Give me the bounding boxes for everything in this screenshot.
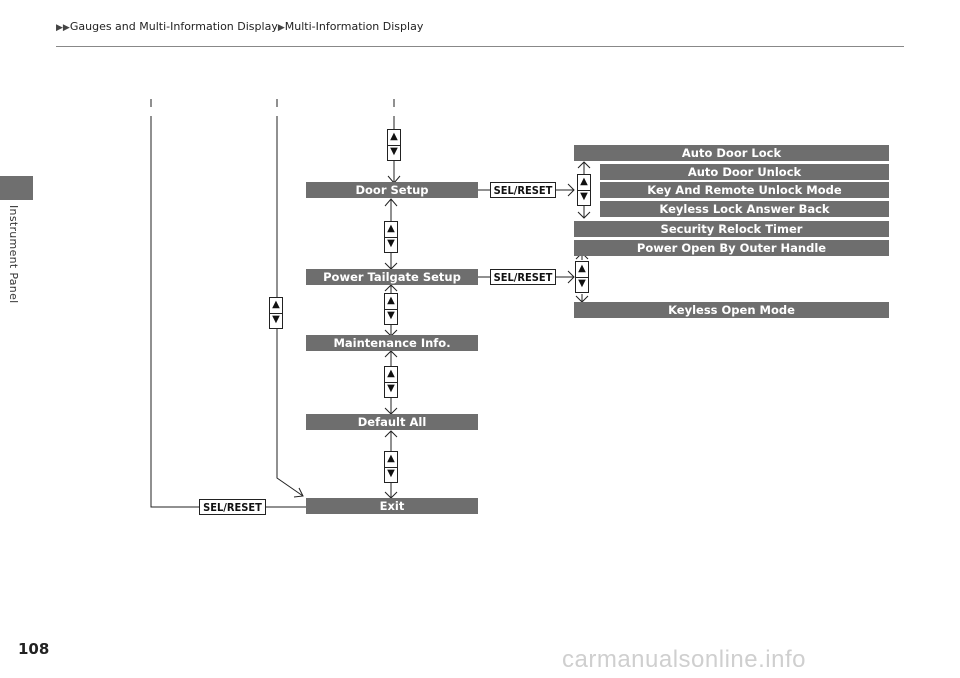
option-power-open-by-outer-handle: Power Open By Outer Handle — [574, 240, 889, 256]
menu-item-door-setup: Door Setup — [306, 182, 478, 198]
breadcrumb-page[interactable]: Multi-Information Display — [284, 20, 424, 33]
up-down-selector-icon: ▲▼ — [577, 174, 591, 206]
watermark: carmanualsonline.info — [562, 646, 806, 673]
option-auto-door-unlock: Auto Door Unlock — [600, 164, 889, 180]
sel-reset-button: SEL/RESET — [199, 499, 266, 515]
side-tab — [0, 176, 33, 200]
up-down-selector-icon: ▲▼ — [387, 129, 401, 161]
option-keyless-open-mode: Keyless Open Mode — [574, 302, 889, 318]
option-key-and-remote-unlock-mode: Key And Remote Unlock Mode — [600, 182, 889, 198]
breadcrumb-arrow-icon: ▶ — [277, 23, 285, 33]
up-down-selector-icon: ▲▼ — [575, 261, 589, 293]
option-keyless-lock-answer-back: Keyless Lock Answer Back — [600, 201, 889, 217]
breadcrumb: ▶▶Gauges and Multi-Information Display▶M… — [56, 20, 423, 33]
option-security-relock-timer: Security Relock Timer — [574, 221, 889, 237]
menu-item-maintenance-info: Maintenance Info. — [306, 335, 478, 351]
sel-reset-button: SEL/RESET — [490, 269, 556, 285]
breadcrumb-section[interactable]: Gauges and Multi-Information Display — [69, 20, 278, 33]
up-down-selector-icon: ▲▼ — [269, 297, 283, 329]
breadcrumb-arrow-icon: ▶▶ — [56, 23, 70, 33]
menu-item-default-all: Default All — [306, 414, 478, 430]
header-divider — [56, 46, 904, 47]
option-auto-door-lock: Auto Door Lock — [574, 145, 889, 161]
up-down-selector-icon: ▲▼ — [384, 366, 398, 398]
up-down-selector-icon: ▲▼ — [384, 451, 398, 483]
up-down-selector-icon: ▲▼ — [384, 293, 398, 325]
menu-item-exit: Exit — [306, 498, 478, 514]
sel-reset-button: SEL/RESET — [490, 182, 556, 198]
up-down-selector-icon: ▲▼ — [384, 221, 398, 253]
side-tab-label: Instrument Panel — [7, 205, 20, 304]
menu-item-power-tailgate-setup: Power Tailgate Setup — [306, 269, 478, 285]
page-number: 108 — [18, 640, 50, 658]
